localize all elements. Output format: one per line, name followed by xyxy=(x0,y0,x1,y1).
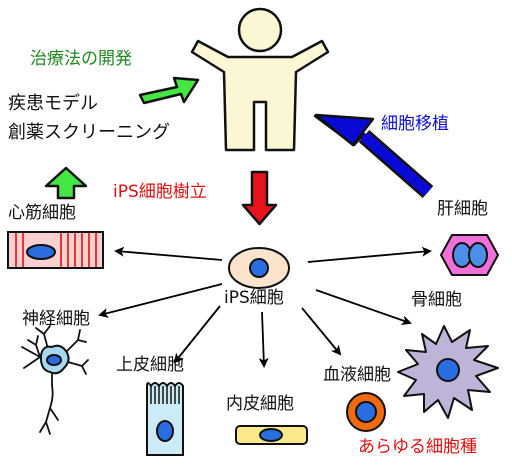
neuron-cell xyxy=(21,325,89,435)
cardiac-cell xyxy=(7,231,104,269)
epithelial-cell xyxy=(146,382,184,456)
establish-arrow xyxy=(241,170,278,226)
therapy-label: 治療法の開発 xyxy=(30,49,132,69)
blood-cell xyxy=(346,392,386,432)
cardiac-label: 心筋細胞 xyxy=(8,203,76,223)
human-figure xyxy=(190,7,330,152)
endothelial-label: 内皮細胞 xyxy=(226,394,294,414)
neuron-label: 神経細胞 xyxy=(22,309,90,329)
liver-cell xyxy=(440,234,499,276)
disease-model-label: 疾患モデル xyxy=(8,93,98,114)
bone-label: 骨細胞 xyxy=(411,290,462,310)
liver-label: 肝細胞 xyxy=(437,199,488,219)
differentiation-arrows xyxy=(98,246,432,368)
epithelial-label: 上皮細胞 xyxy=(116,355,184,375)
therapy-arrow xyxy=(138,76,200,105)
establish-label: iPS細胞樹立 xyxy=(113,182,207,202)
drug-screening-label: 創薬スクリーニング xyxy=(8,122,170,143)
ips-cell-label: iPS細胞 xyxy=(224,288,284,308)
bone-cell-nucleus xyxy=(436,358,460,382)
blood-label: 血液細胞 xyxy=(323,365,391,385)
ips-cell-nucleus xyxy=(249,258,269,278)
disease-model-arrow xyxy=(44,166,88,200)
various-cells-label: あらゆる細胞種 xyxy=(358,437,477,457)
endothelial-cell xyxy=(235,425,308,445)
transplant-label: 細胞移植 xyxy=(381,114,449,134)
